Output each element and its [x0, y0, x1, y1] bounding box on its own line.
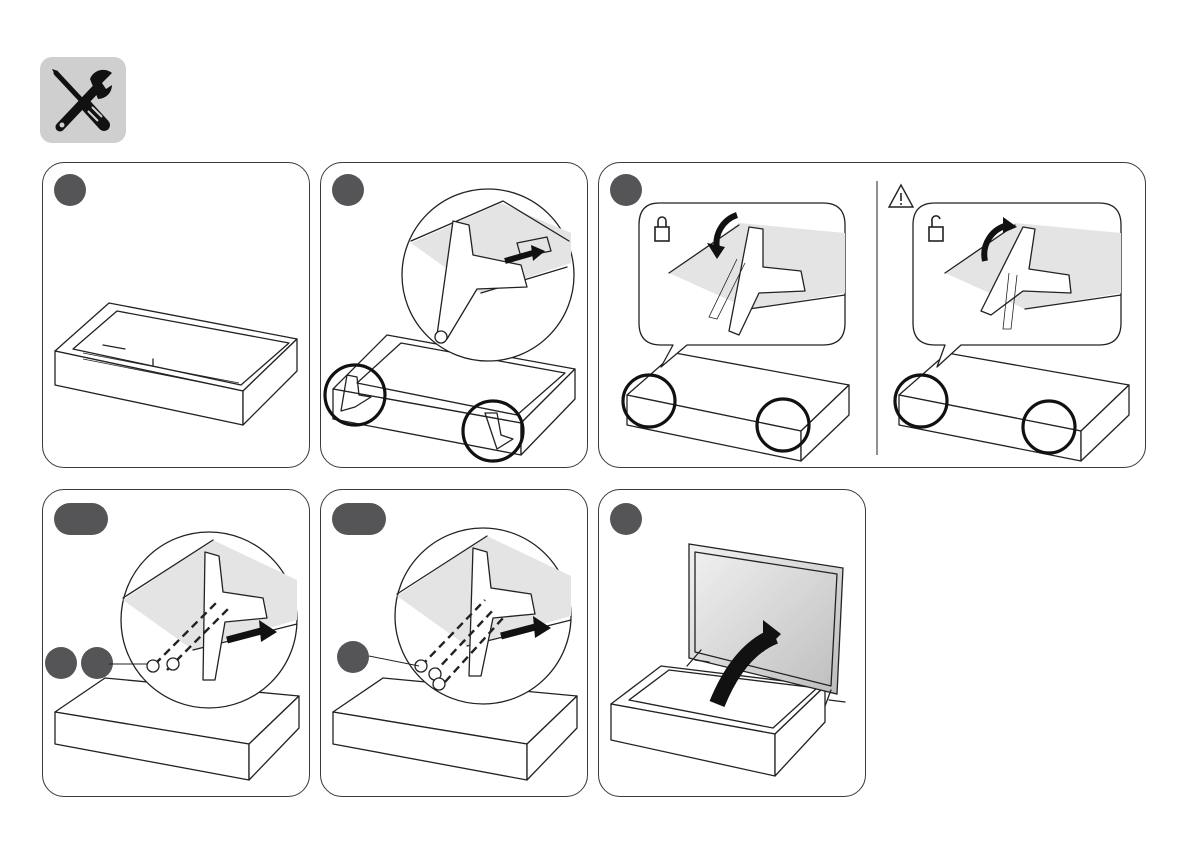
wrench-screwdriver-icon	[40, 57, 126, 143]
stand-screw-illustration	[321, 490, 587, 796]
step-3-panel	[598, 162, 1146, 468]
step-1-panel	[42, 162, 310, 468]
tv-in-box-illustration	[43, 163, 309, 467]
warning-icon	[889, 185, 913, 207]
stand-screw-illustration	[43, 490, 309, 796]
step-5-panel	[320, 489, 588, 797]
stand-lock-illustration	[599, 163, 1145, 467]
step-4-panel	[42, 489, 310, 797]
tv-lift-illustration	[599, 490, 865, 796]
step-2-panel	[320, 162, 588, 468]
stand-insert-illustration	[321, 163, 587, 467]
step-6-panel	[598, 489, 866, 797]
tools-icon	[40, 57, 126, 143]
